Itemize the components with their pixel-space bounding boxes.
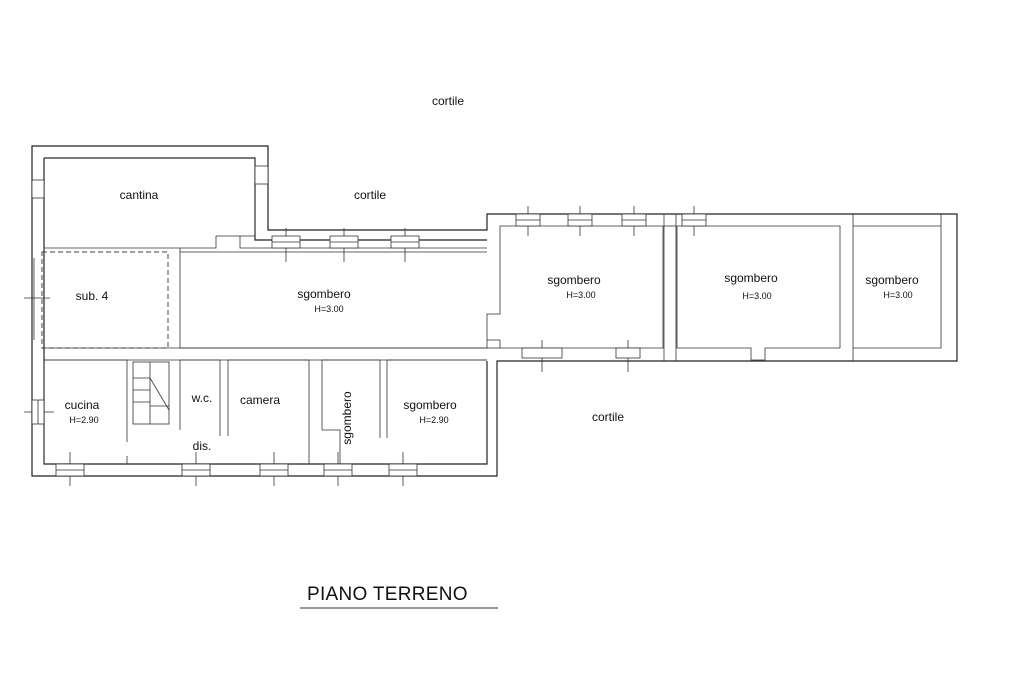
sgombero-center-label: sgombero: [297, 287, 351, 301]
sgombero-4-label: sgombero: [865, 273, 919, 287]
cortile-mid-label: cortile: [354, 188, 386, 202]
sub4-label: sub. 4: [76, 289, 109, 303]
cucina-label: cucina: [65, 398, 100, 412]
cucina-height: H=2.90: [69, 415, 98, 425]
cortile-top-label: cortile: [432, 94, 464, 108]
sgombero-bottom-height: H=2.90: [419, 415, 448, 425]
sgombero-3-label: sgombero: [724, 271, 778, 285]
cortile-right-label: cortile: [592, 410, 624, 424]
wc-label: w.c.: [191, 391, 213, 405]
sgombero-2-label: sgombero: [547, 273, 601, 287]
sgombero-room-4: [852, 214, 942, 361]
sgombero-bottom-label: sgombero: [403, 398, 457, 412]
lower-rooms: [43, 359, 487, 464]
camera-label: camera: [240, 393, 280, 407]
sgombero-room-3: [676, 225, 841, 361]
sgombero-center-height: H=3.00: [314, 304, 343, 314]
sgombero-2-height: H=3.00: [566, 290, 595, 300]
sgombero-4-height: H=3.00: [883, 290, 912, 300]
drawing-title: PIANO TERRENO: [307, 584, 468, 605]
outer-walls: [31, 145, 958, 477]
sgombero-center-room: [179, 225, 664, 349]
sgombero-3-height: H=3.00: [742, 291, 771, 301]
dis-label: dis.: [193, 439, 212, 453]
window-markers: [24, 165, 707, 486]
cantina-room: [44, 157, 256, 249]
sgombero-vertical-label: sgombero: [340, 391, 354, 445]
cantina-label: cantina: [120, 188, 159, 202]
stairs: [132, 361, 170, 425]
